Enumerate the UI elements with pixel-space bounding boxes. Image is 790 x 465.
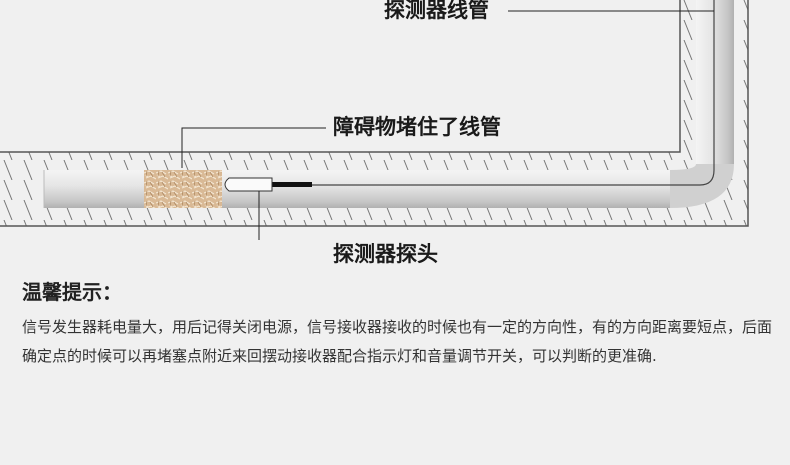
- conduit-vertical: [696, 0, 734, 164]
- wall-outline-outer: [0, 0, 749, 227]
- conduit-horizontal: [44, 170, 670, 208]
- tip-title: 温馨提示：: [22, 280, 122, 304]
- detector-wire: [312, 0, 715, 186]
- conduit-illustration: [0, 0, 749, 255]
- conduit-elbow: [670, 164, 734, 208]
- detector-conduit-label: 探测器线管: [384, 0, 489, 22]
- wall-outline-inner: [0, 0, 681, 153]
- obstruction-block: [144, 170, 222, 208]
- tip-section: 温馨提示： 信号发生器耗电量大，用后记得关闭电源，信号接收器接收的时候也有一定的…: [22, 276, 772, 371]
- detector-probe-label: 探测器探头: [333, 242, 438, 266]
- wall-chase: [0, 0, 748, 226]
- probe-cable: [272, 182, 312, 187]
- conduit-diagram: [0, 0, 749, 255]
- probe-head: [224, 177, 273, 192]
- obstruction-label: 障碍物堵住了线管: [333, 115, 501, 139]
- tip-body: 信号发生器耗电量大，用后记得关闭电源，信号接收器接收的时候也有一定的方向性，有的…: [22, 318, 773, 365]
